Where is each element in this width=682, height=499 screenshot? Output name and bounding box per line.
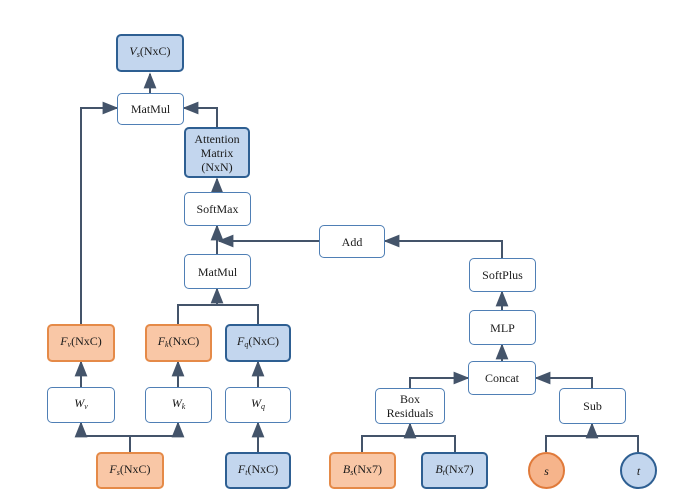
edge-fs-to-wv (74, 421, 131, 452)
wk-node: Wk (145, 387, 212, 423)
concat-node: Concat (468, 361, 536, 395)
wv-node: Wv (47, 387, 115, 423)
wq-node: Wq (225, 387, 291, 423)
sub-node: Sub (559, 388, 626, 424)
fk-node: Fk(NxC) (145, 324, 212, 362)
fq-node: Fq(NxC) (225, 324, 291, 362)
t-node: t (620, 452, 657, 489)
fs-node: Fs(NxC) (96, 452, 164, 489)
edge-bt-to-box (410, 435, 456, 452)
edge-box-to-concat (409, 371, 470, 388)
edge-fk-to-matmul-mid (177, 304, 217, 324)
edge-softplus-to-add (383, 234, 503, 258)
edge-s-to-sub (545, 435, 592, 452)
fv-node: Fv(NxC) (47, 324, 115, 362)
softmax-node: SoftMax (184, 192, 251, 226)
edge-t-to-sub (592, 435, 639, 452)
matmul-mid-node: MatMul (184, 254, 251, 289)
edge-sub-to-concat (534, 371, 593, 388)
add-node: Add (319, 225, 385, 258)
vs-output-node: Vs(NxC) (116, 34, 184, 72)
mlp-node: MLP (469, 310, 536, 345)
softplus-node: SoftPlus (469, 258, 536, 292)
s-node: s (528, 452, 565, 489)
ft-node: Ft(NxC) (225, 452, 291, 489)
edge-fs-to-wk (130, 421, 185, 438)
edge-attention-to-matmul-top (182, 101, 218, 127)
edge-bs-to-box (361, 435, 410, 452)
box-residuals-node: Box Residuals (375, 388, 445, 424)
matmul-top-node: MatMul (117, 93, 184, 125)
edge-fv-to-matmul-top (80, 101, 119, 324)
bt-node: Bt(Nx7) (421, 452, 488, 489)
attention-matrix-node: Attention Matrix (NxN) (184, 127, 250, 178)
edge-fq-to-matmul-mid (217, 304, 259, 324)
bs-node: Bs(Nx7) (329, 452, 396, 489)
